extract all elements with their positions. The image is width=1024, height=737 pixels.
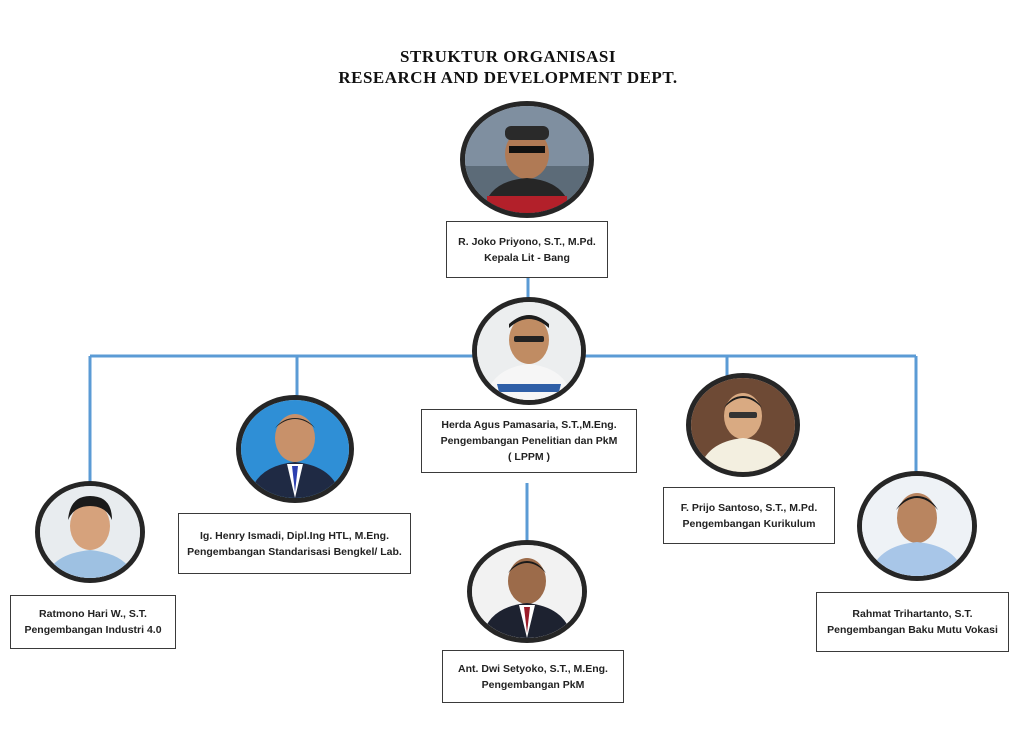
box-head: R. Joko Priyono, S.T., M.Pd. Kepala Lit … bbox=[446, 221, 608, 278]
name-head: R. Joko Priyono, S.T., M.Pd. bbox=[458, 235, 596, 248]
photo-head bbox=[460, 101, 594, 218]
name-pkm: Ant. Dwi Setyoko, S.T., M.Eng. bbox=[458, 662, 608, 675]
name-lppm: Herda Agus Pamasaria, S.T.,M.Eng. bbox=[441, 419, 617, 431]
name-industri: Ratmono Hari W., S.T. bbox=[39, 608, 147, 620]
photo-kurikulum bbox=[686, 373, 800, 477]
box-kurikulum: F. Prijo Santoso, S.T., M.Pd. Pengembang… bbox=[663, 487, 835, 544]
photo-pkm bbox=[467, 540, 587, 643]
role-pkm: Pengembangan PkM bbox=[481, 678, 585, 691]
box-pkm: Ant. Dwi Setyoko, S.T., M.Eng. Pengemban… bbox=[442, 650, 624, 703]
box-industri: Ratmono Hari W., S.T. Pengembangan Indus… bbox=[10, 595, 176, 649]
chart-title-line-2: RESEARCH AND DEVELOPMENT DEPT. bbox=[338, 68, 678, 87]
photo-standar bbox=[236, 395, 354, 503]
box-vokasi: Rahmat Trihartanto, S.T. Pengembangan Ba… bbox=[816, 592, 1009, 652]
role-industri: Pengembangan Industri 4.0 bbox=[24, 624, 162, 636]
role-kurikulum: Pengembangan Kurikulum bbox=[682, 517, 816, 530]
role-standar: Pengembangan Standarisasi Bengkel/ Lab. bbox=[187, 545, 402, 558]
photo-lppm bbox=[472, 297, 586, 405]
photo-industri bbox=[35, 481, 145, 583]
chart-title-line-1: STRUKTUR ORGANISASI bbox=[400, 47, 616, 66]
photo-vokasi bbox=[857, 471, 977, 581]
role-lppm-abbr: ( LPPM ) bbox=[508, 451, 550, 463]
role-vokasi: Pengembangan Baku Mutu Vokasi bbox=[827, 624, 998, 636]
role-lppm: Pengembangan Penelitian dan PkM bbox=[440, 435, 618, 447]
name-standar: Ig. Henry Ismadi, Dipl.Ing HTL, M.Eng. bbox=[199, 529, 389, 542]
box-standar: Ig. Henry Ismadi, Dipl.Ing HTL, M.Eng. P… bbox=[178, 513, 411, 574]
name-vokasi: Rahmat Trihartanto, S.T. bbox=[852, 608, 973, 620]
role-head: Kepala Lit - Bang bbox=[484, 251, 570, 264]
box-lppm: Herda Agus Pamasaria, S.T.,M.Eng. Pengem… bbox=[421, 409, 637, 473]
name-kurikulum: F. Prijo Santoso, S.T., M.Pd. bbox=[680, 501, 818, 514]
